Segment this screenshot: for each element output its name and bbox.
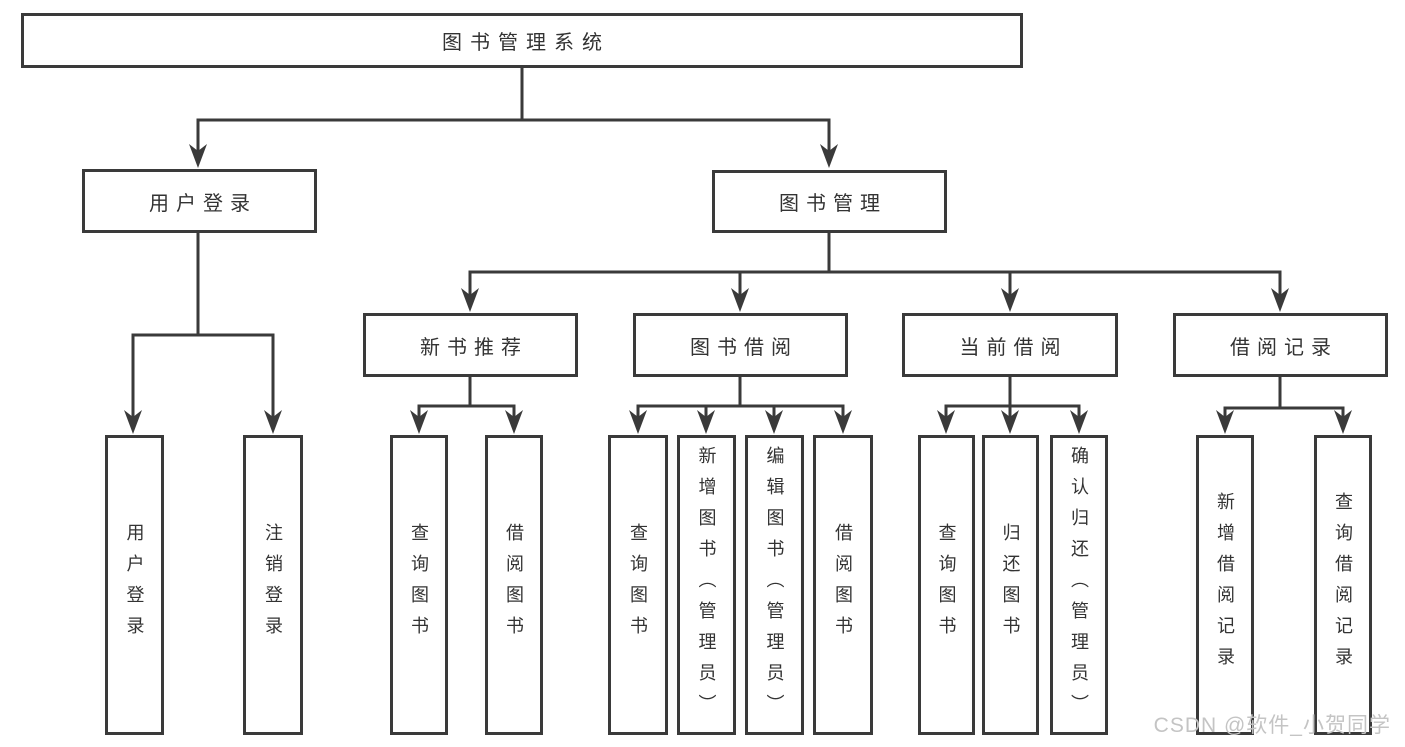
leaf-logout: 注销登录 xyxy=(243,435,303,735)
node-current-borrowing: 当前借阅 xyxy=(902,313,1118,377)
node-label: 查询图书 xyxy=(936,523,957,647)
node-label: 用户登录 xyxy=(124,523,145,647)
leaf-query-books-borrow: 查询图书 xyxy=(608,435,668,735)
node-label: 查询图书 xyxy=(628,523,648,647)
node-book-management: 图书管理 xyxy=(712,170,947,233)
node-label: 借阅图书 xyxy=(504,523,524,647)
node-label: 新增图书（管理员） xyxy=(696,445,717,725)
node-label: 确认归还（管理员） xyxy=(1069,445,1089,725)
connector-current-borrow-children xyxy=(937,376,1088,434)
node-user-login: 用户登录 xyxy=(82,169,317,233)
node-label: 图书借阅 xyxy=(690,336,798,359)
node-new-book-recommendation: 新书推荐 xyxy=(363,313,578,377)
leaf-borrow-books: 借阅图书 xyxy=(813,435,873,735)
node-borrowing-records: 借阅记录 xyxy=(1173,313,1388,377)
leaf-query-books-current: 查询图书 xyxy=(918,435,975,735)
node-label: 借阅记录 xyxy=(1230,336,1338,359)
leaf-confirm-return-admin: 确认归还（管理员） xyxy=(1050,435,1108,735)
leaf-add-borrow-record: 新增借阅记录 xyxy=(1196,435,1254,735)
node-label: 用户登录 xyxy=(149,192,257,215)
leaf-return-books: 归还图书 xyxy=(982,435,1039,735)
connector-root-to-level2 xyxy=(189,68,838,168)
leaf-query-borrow-record: 查询借阅记录 xyxy=(1314,435,1372,735)
node-label: 新增借阅记录 xyxy=(1215,492,1235,678)
leaf-edit-books-admin: 编辑图书（管理员） xyxy=(745,435,804,735)
node-label: 编辑图书（管理员） xyxy=(764,445,785,725)
connector-new-book-children xyxy=(410,376,523,434)
node-label: 新书推荐 xyxy=(420,336,528,359)
node-label: 借阅图书 xyxy=(833,523,853,647)
node-label: 图书管理系统 xyxy=(442,32,610,54)
node-book-borrowing: 图书借阅 xyxy=(633,313,848,377)
node-library-management-system: 图书管理系统 xyxy=(21,13,1023,68)
leaf-borrow-books-recommend: 借阅图书 xyxy=(485,435,543,735)
leaf-user-login: 用户登录 xyxy=(105,435,164,735)
node-label: 查询图书 xyxy=(409,523,429,647)
csdn-watermark: CSDN @软件_小贺同学 xyxy=(1153,714,1391,737)
node-label: 查询借阅记录 xyxy=(1333,492,1353,678)
connector-book-management-children xyxy=(461,232,1289,312)
node-label: 图书管理 xyxy=(779,193,887,215)
node-label: 注销登录 xyxy=(263,523,283,647)
connector-user-login-children xyxy=(124,232,282,434)
connector-borrow-records-children xyxy=(1216,376,1352,434)
node-label: 归还图书 xyxy=(1000,523,1021,647)
leaf-add-books-admin: 新增图书（管理员） xyxy=(677,435,736,735)
leaf-query-books-recommend: 查询图书 xyxy=(390,435,448,735)
node-label: 当前借阅 xyxy=(959,336,1068,359)
connector-book-borrow-children xyxy=(629,376,852,434)
